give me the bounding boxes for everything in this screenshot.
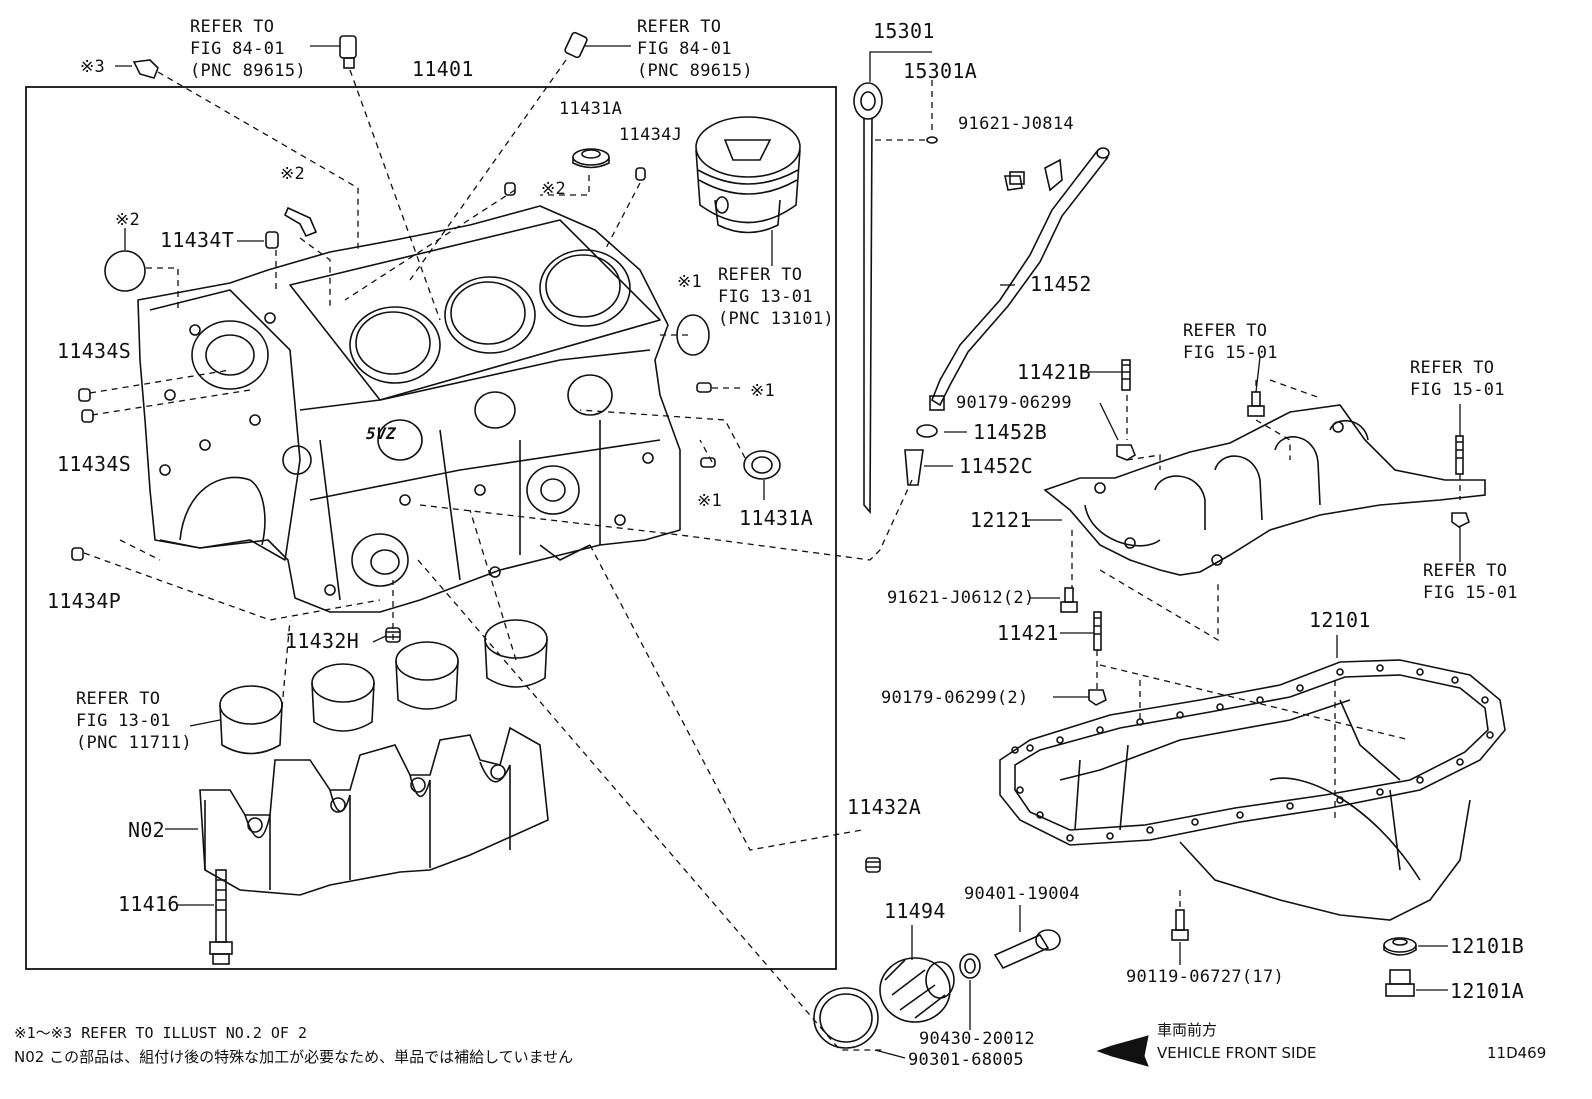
refer-fig13-bearing: REFER TO FIG 13-01 (PNC 11711)	[76, 689, 192, 753]
part-11434S-upper[interactable]: 11434S	[57, 339, 132, 363]
front-arrow	[1096, 1035, 1149, 1067]
oil-pan-drawing	[999, 659, 1506, 921]
part-11434P[interactable]: 11434P	[47, 589, 122, 613]
footnote-refer-illust: ※1～※3 REFER TO ILLUST NO.2 OF 2	[14, 1024, 307, 1042]
part-91621-J0612[interactable]: 91621-J0612(2)	[887, 588, 1035, 608]
part-11431A-right[interactable]: 11431A	[739, 506, 814, 530]
part-12101[interactable]: 12101	[1309, 608, 1371, 632]
part-91621-J0814[interactable]: 91621-J0814	[958, 114, 1074, 134]
drain-plug-drawing	[1383, 937, 1417, 997]
part-15301A[interactable]: 15301A	[903, 59, 978, 83]
mark-2-fitting: ※2	[280, 164, 306, 184]
refer-fig84-right: REFER TO FIG 84-01 (PNC 89615)	[637, 17, 753, 81]
bearings-drawing	[219, 619, 548, 755]
part-11434T[interactable]: 11434T	[160, 228, 235, 252]
mark-2-pin: ※2	[541, 179, 567, 199]
part-11434S-lower[interactable]: 11434S	[57, 452, 132, 476]
front-side-en: VEHICLE FRONT SIDE	[1157, 1044, 1317, 1062]
part-90179-06299-2[interactable]: 90179-06299(2)	[881, 688, 1029, 708]
part-90401-19004[interactable]: 90401-19004	[964, 884, 1080, 904]
refer-fig84-left: REFER TO FIG 84-01 (PNC 89615)	[190, 17, 306, 81]
part-90179-06299[interactable]: 90179-06299	[956, 393, 1072, 413]
mark-1-pin-upper: ※1	[750, 381, 776, 401]
part-15301[interactable]: 15301	[873, 19, 935, 43]
dashed-leader-lines	[83, 59, 1461, 1051]
part-11431A-top[interactable]: 11431A	[559, 99, 623, 119]
part-11452C[interactable]: 11452C	[959, 454, 1034, 478]
part-12101B[interactable]: 12101B	[1450, 934, 1525, 958]
mark-2-plug: ※2	[115, 210, 141, 230]
refer-fig15-right: REFER TO FIG 15-01	[1410, 358, 1505, 400]
part-90301-68005[interactable]: 90301-68005	[908, 1050, 1024, 1070]
mark-1-pin-lower: ※1	[697, 491, 723, 511]
part-11421B[interactable]: 11421B	[1017, 360, 1092, 384]
part-11401[interactable]: 11401	[412, 57, 474, 81]
pan-bolts-drawing	[1060, 359, 1470, 941]
part-11494[interactable]: 11494	[884, 899, 946, 923]
part-11416[interactable]: 11416	[118, 892, 180, 916]
refer-fig15-top: REFER TO FIG 15-01	[1183, 321, 1278, 363]
refer-fig13-piston: REFER TO FIG 13-01 (PNC 13101)	[718, 265, 834, 329]
part-90430-20012[interactable]: 90430-20012	[919, 1029, 1035, 1049]
bolt-11416-drawing	[209, 869, 233, 965]
cylinder-block-drawing	[137, 205, 681, 613]
oil-pan-holes	[1011, 664, 1494, 842]
part-11434J[interactable]: 11434J	[619, 125, 683, 145]
dipstick-drawing	[853, 82, 1110, 515]
refer-fig15-bottom: REFER TO FIG 15-01	[1423, 561, 1518, 603]
bearing-cap-drawing	[199, 726, 549, 896]
part-11421[interactable]: 11421	[997, 621, 1059, 645]
cylinder-block-group-frame	[25, 86, 837, 970]
part-11452B[interactable]: 11452B	[973, 420, 1048, 444]
part-11432A[interactable]: 11432A	[847, 795, 922, 819]
engine-marking: 5VZ	[364, 424, 398, 443]
part-11432H[interactable]: 11432H	[285, 629, 360, 653]
strainer-drawing	[813, 175, 1061, 1049]
piston-drawing	[695, 116, 801, 234]
part-12101A[interactable]: 12101A	[1450, 979, 1525, 1003]
part-12121[interactable]: 12121	[970, 508, 1032, 532]
mark-3: ※3	[80, 57, 106, 77]
solid-leader-lines	[115, 45, 1461, 1059]
part-N02[interactable]: N02	[128, 818, 166, 842]
mark-1-plug: ※1	[677, 272, 703, 292]
part-11452[interactable]: 11452	[1030, 272, 1092, 296]
diagram-code: 11D469	[1487, 1044, 1547, 1062]
footnote-n02: N02 この部品は、組付け後の特殊な加工が必要なため、単品では補給していません	[14, 1048, 574, 1066]
baffle-plate-drawing	[1043, 404, 1486, 576]
small-parts-drawing	[71, 31, 781, 643]
part-90119-06727[interactable]: 90119-06727(17)	[1126, 967, 1285, 987]
front-side-jp: 車両前方	[1157, 1021, 1218, 1039]
